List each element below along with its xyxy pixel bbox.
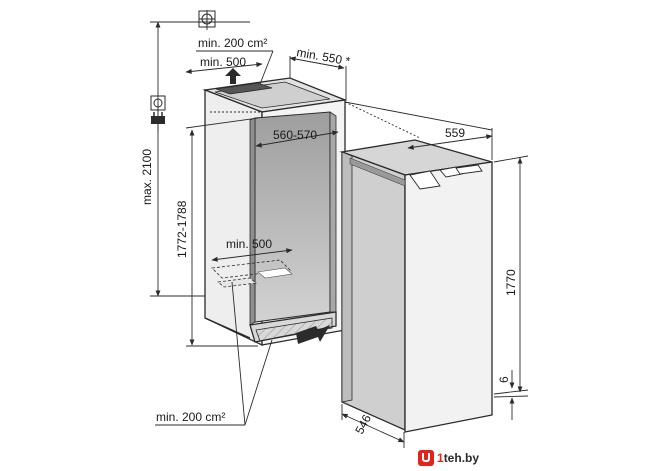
label-vent-top-depth: min. 500 (200, 55, 246, 69)
appliance-top-vents (409, 164, 483, 190)
label-vent-bottom-area: min. 200 cm² (156, 410, 225, 424)
bottom-inner-vent (257, 267, 293, 279)
label-plinth-gap: 6 (497, 376, 511, 383)
bottom-left-vent (211, 259, 291, 288)
top-vent-arrow-icon (225, 68, 241, 84)
label-niche-depth: min. 550 * (295, 45, 351, 68)
refrigerator-appliance (339, 139, 493, 433)
air-intake-arrow-icon (296, 325, 330, 344)
dimension-lines (150, 10, 529, 448)
label-appliance-width: 559 (445, 126, 465, 140)
watermark-text: 1teh.by (437, 451, 480, 465)
air-outlet-symbol-icon (198, 10, 216, 28)
label-vent-top-area: min. 200 cm² (198, 36, 267, 50)
label-max-height: max. 2100 (140, 149, 154, 205)
label-appliance-height: 1770 (504, 269, 518, 296)
label-vent-bottom-depth: min. 500 (226, 237, 272, 251)
watermark-logo: 1teh.by (418, 449, 530, 467)
label-niche-height: 1772-1788 (175, 200, 189, 258)
power-socket-icon (150, 95, 166, 111)
label-niche-width: 560-570 (273, 128, 317, 142)
power-plug-icon (151, 112, 165, 124)
top-vent-opening (215, 82, 273, 95)
brand-logo-icon (418, 450, 434, 466)
niche-cabinet (202, 77, 348, 347)
